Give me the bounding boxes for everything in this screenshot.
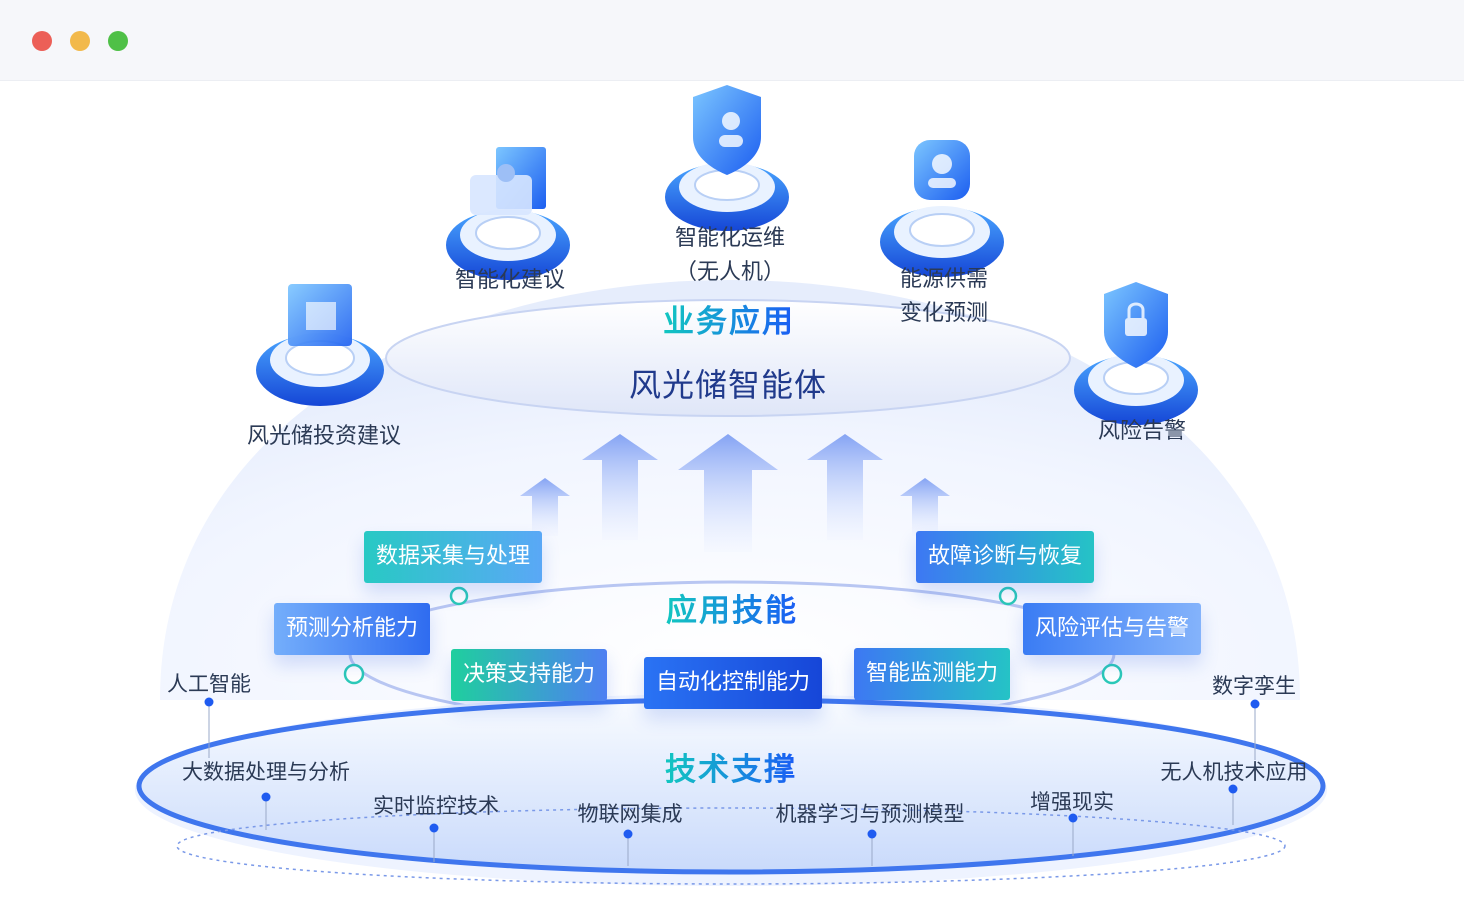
app-label-forecast: 能源供需 变化预测: [899, 267, 989, 326]
ring-node: [1101, 663, 1123, 685]
arrow-icon: [520, 478, 570, 536]
upward-arrows: [520, 434, 950, 552]
app-label-risk: 风险告警: [1097, 419, 1187, 444]
tech-pins: [208, 702, 1256, 866]
tech-label-ai: 人工智能: [167, 672, 251, 696]
skill-decision-support: 决策支持能力: [451, 649, 608, 701]
arrow-icon: [678, 434, 778, 552]
tech-label-ml: 机器学习与预测模型: [775, 802, 965, 826]
pin-dot: [429, 823, 439, 833]
skill-predictive-analysis: 预测分析能力: [274, 603, 431, 655]
pin-dot: [1250, 699, 1260, 709]
app-label-suggest: 智能化建议: [454, 268, 566, 293]
pod-risk: [1074, 282, 1198, 425]
tech-label-realtime-monitoring: 实时监控技术: [373, 794, 499, 818]
pin-dot: [1068, 813, 1078, 823]
user-card-icon: [914, 140, 970, 200]
tech-label-digital-twin: 数字孪生: [1212, 674, 1296, 698]
pod-suggest: [446, 147, 570, 280]
tech-label-big-data: 大数据处理与分析: [182, 760, 350, 784]
tech-label-iot: 物联网集成: [577, 802, 683, 826]
tech-base-dashed: [176, 807, 1286, 885]
ring-node: [343, 663, 365, 685]
minimize-window-icon[interactable]: [70, 31, 90, 51]
pod-invest: [256, 284, 384, 406]
section-title-business: 业务应用: [663, 296, 795, 341]
shield-user-icon: [693, 85, 761, 175]
app-label-ops: 智能化运维 （无人机）: [674, 226, 786, 285]
pod-forecast: [880, 140, 1004, 277]
document-user-icon: [470, 147, 546, 215]
skill-intelligent-monitoring: 智能监测能力: [854, 648, 1011, 700]
tech-label-ar: 增强现实: [1030, 790, 1114, 814]
skill-fault-diagnosis: 故障诊断与恢复: [916, 531, 1095, 583]
tech-label-drone: 无人机技术应用: [1160, 760, 1308, 784]
pin-dot: [1228, 784, 1238, 794]
app-label-invest: 风光储投资建议: [246, 424, 402, 449]
close-window-icon[interactable]: [32, 31, 52, 51]
skill-automation-control: 自动化控制能力: [644, 657, 823, 709]
pin-dot: [623, 829, 633, 839]
pod-ops: [665, 85, 789, 231]
section-title-tech: 技术支撑: [665, 744, 797, 789]
maximize-window-icon[interactable]: [108, 31, 128, 51]
arrow-icon: [582, 434, 658, 540]
ring-node: [998, 586, 1018, 606]
ring-node: [449, 586, 469, 606]
tech-pin-dots: [204, 697, 1260, 839]
pin-dot: [261, 792, 271, 802]
arrow-icon: [900, 478, 950, 536]
skill-data-collection: 数据采集与处理: [364, 531, 543, 583]
core-title: 风光储智能体: [628, 366, 828, 404]
arrow-icon: [807, 434, 883, 540]
cube-icon: [288, 284, 352, 346]
pin-dot: [867, 829, 877, 839]
pin-dot: [204, 697, 214, 707]
core-disc: [385, 299, 1071, 417]
section-title-skills: 应用技能: [666, 585, 798, 630]
skill-risk-assessment: 风险评估与告警: [1023, 603, 1202, 655]
shield-lock-icon: [1104, 282, 1168, 368]
window-titlebar: [0, 0, 1464, 81]
